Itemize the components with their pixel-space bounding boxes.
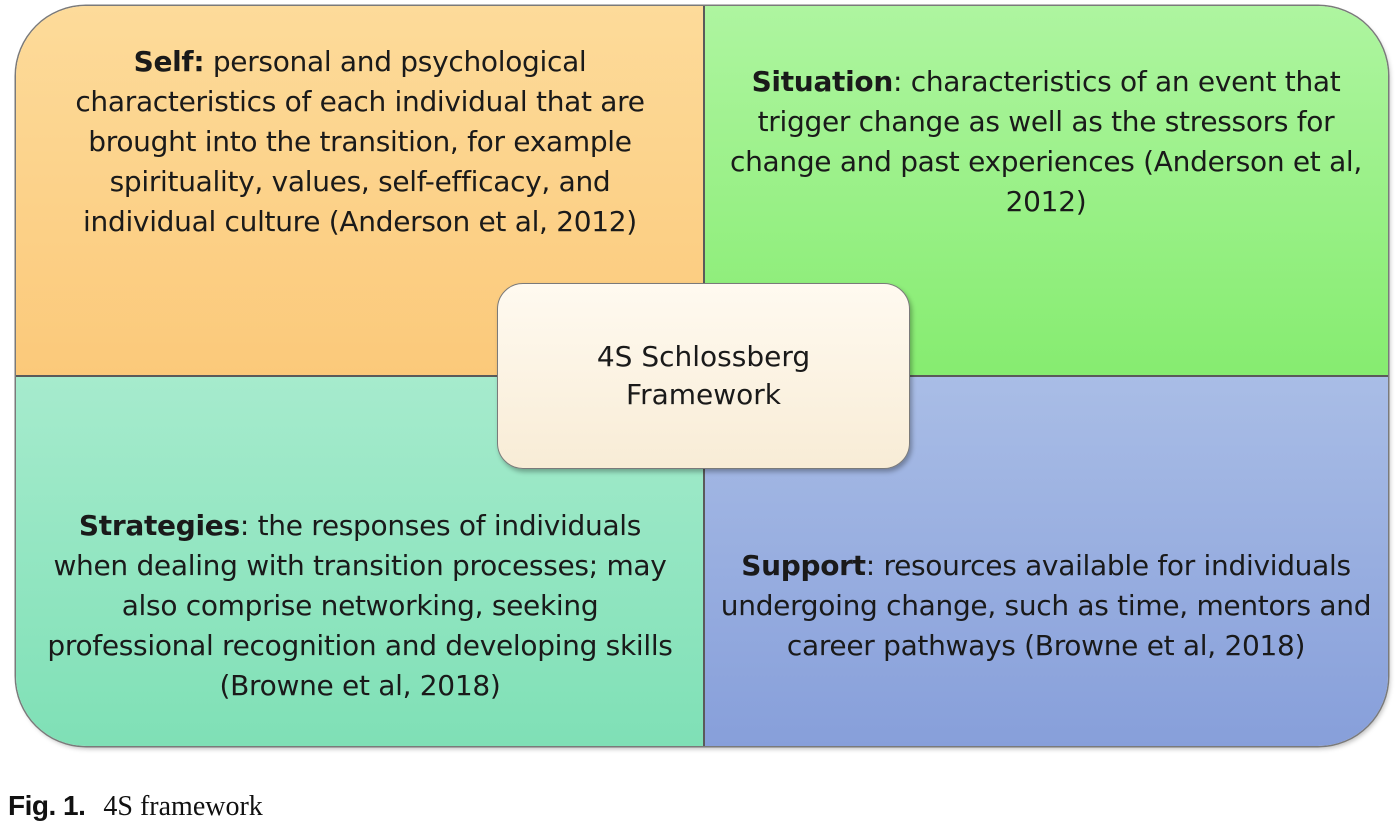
quadrant-self-description: personal and psychological characteristi… <box>75 45 645 238</box>
figure-caption: Fig. 1. 4S framework <box>8 788 263 825</box>
quadrant-support-description: : resources available for individuals un… <box>720 549 1372 662</box>
quadrant-support-text: Support: resources available for individ… <box>711 546 1381 666</box>
quadrant-self: Self: personal and psychological charact… <box>16 6 704 376</box>
figure-caption-label: Fig. 1. <box>8 790 86 821</box>
center-node: 4S Schlossberg Framework <box>497 283 910 469</box>
quadrant-strategies-description: : the responses of individuals when deal… <box>47 509 673 702</box>
quadrant-self-term: Self: <box>133 45 205 78</box>
quadrant-situation-description: : characteristics of an event that trigg… <box>729 65 1363 218</box>
quadrant-strategies-term: Strategies <box>78 509 240 542</box>
quadrant-situation-term: Situation <box>751 65 894 98</box>
quadrant-support-term: Support <box>741 549 866 582</box>
quadrant-self-text: Self: personal and psychological charact… <box>40 42 680 242</box>
quadrant-situation-text: Situation: characteristics of an event t… <box>716 62 1376 222</box>
quadrant-strategies-text: Strategies: the responses of individuals… <box>40 506 680 706</box>
center-node-label: 4S Schlossberg Framework <box>596 340 811 411</box>
figure-caption-text: 4S framework <box>103 791 263 822</box>
